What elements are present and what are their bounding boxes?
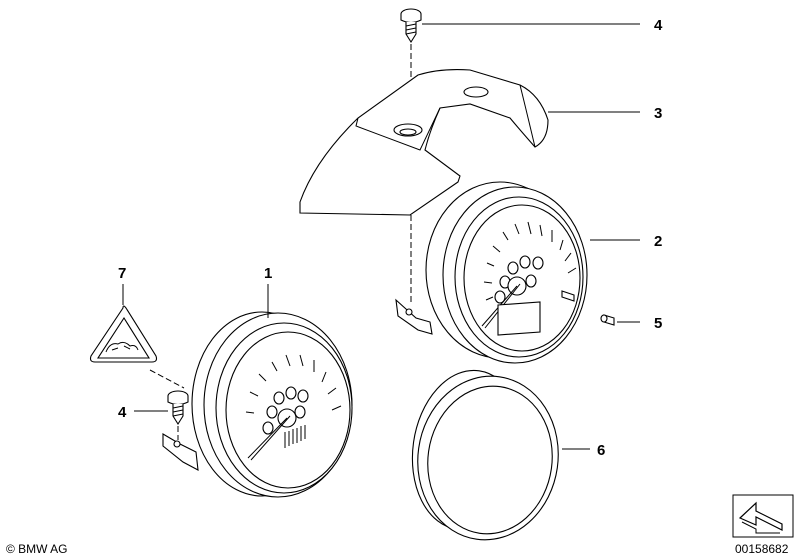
callout-4-left: 4 bbox=[118, 404, 127, 421]
copyright-text: © BMW AG bbox=[6, 542, 68, 556]
screw-top bbox=[400, 8, 422, 44]
screw-left bbox=[167, 390, 189, 426]
callout-4-top: 4 bbox=[654, 17, 663, 34]
callout-2: 2 bbox=[654, 233, 662, 250]
bezel-ring bbox=[411, 369, 559, 541]
instrument-cover bbox=[299, 69, 549, 216]
callout-7: 7 bbox=[118, 265, 126, 282]
diagram-id: 00158682 bbox=[735, 542, 789, 556]
instrument-right bbox=[395, 181, 588, 364]
callout-6: 6 bbox=[597, 442, 605, 459]
leader-lines bbox=[122, 23, 640, 450]
mounting-bracket-left bbox=[162, 433, 199, 471]
instrument-left bbox=[162, 311, 353, 498]
label-pointer bbox=[149, 369, 185, 389]
direction-arrow-icon bbox=[732, 494, 794, 538]
pin-part bbox=[600, 314, 615, 326]
mounting-bracket-right bbox=[395, 298, 433, 335]
cover-hole-rear bbox=[463, 86, 489, 98]
callout-3: 3 bbox=[654, 105, 662, 122]
callout-5: 5 bbox=[654, 315, 662, 332]
callout-1: 1 bbox=[264, 265, 272, 282]
warning-triangle-icon bbox=[89, 305, 158, 363]
